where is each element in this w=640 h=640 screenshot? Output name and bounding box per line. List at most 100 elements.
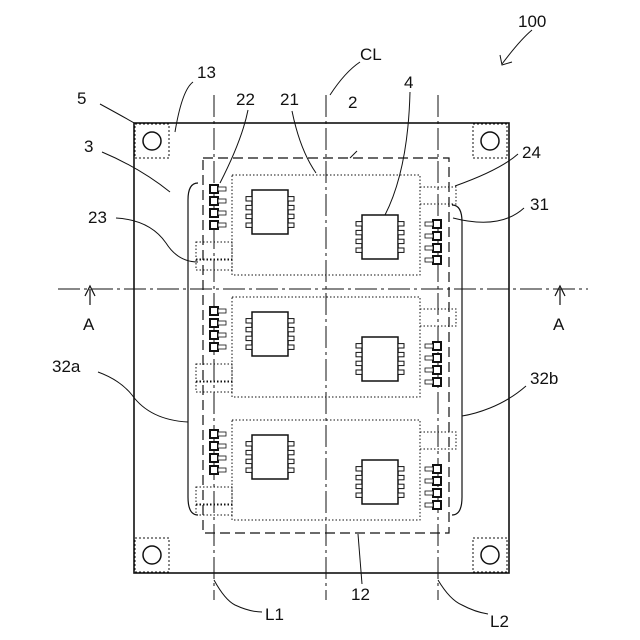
chip-pin: [246, 205, 252, 209]
leader-cl: [330, 62, 360, 95]
pad-lead: [425, 356, 433, 360]
chip-pin: [356, 248, 362, 252]
pad-lead: [425, 503, 433, 507]
chip-body: [362, 337, 398, 381]
chip-pin: [288, 319, 294, 323]
pad-square: [210, 331, 218, 339]
chip-pin: [398, 230, 404, 234]
leader-2: [350, 151, 357, 158]
chip-pin: [398, 222, 404, 226]
pad-lead: [218, 468, 226, 472]
chip-body: [252, 190, 288, 234]
pad-square: [210, 221, 218, 229]
chip-pin: [398, 370, 404, 374]
pad-lead: [425, 246, 433, 250]
label-l1: L1: [265, 605, 284, 624]
pad-square: [210, 430, 218, 438]
label-31: 31: [530, 195, 549, 214]
pad-square: [433, 354, 441, 362]
mount-hole-frame: [135, 538, 169, 572]
label-a-right: A: [553, 315, 565, 334]
label-5: 5: [77, 89, 86, 108]
label-3: 3: [84, 137, 93, 156]
mount-holes: [135, 124, 507, 572]
pad-lead: [218, 321, 226, 325]
chip-pin: [356, 493, 362, 497]
chip-pin: [288, 468, 294, 472]
chip-pin: [356, 344, 362, 348]
pad-square: [433, 489, 441, 497]
label-12: 12: [351, 585, 370, 604]
pad-square: [433, 366, 441, 374]
chip-pin: [246, 459, 252, 463]
pad-lead: [218, 432, 226, 436]
pad-square: [210, 185, 218, 193]
pad-lead: [218, 456, 226, 460]
chip-pin: [246, 223, 252, 227]
pad-square: [433, 501, 441, 509]
chip-pin: [398, 475, 404, 479]
rail-right: [452, 205, 462, 515]
chip-pin: [288, 442, 294, 446]
chip-pin: [246, 197, 252, 201]
label-13: 13: [197, 63, 216, 82]
chip-pin: [288, 450, 294, 454]
mount-hole-frame: [135, 124, 169, 158]
mount-hole: [481, 546, 499, 564]
chip-pin: [398, 361, 404, 365]
mount-hole-frame: [473, 124, 507, 158]
pad-lead: [218, 211, 226, 215]
chip-pin: [356, 239, 362, 243]
mount-hole: [143, 132, 161, 150]
leader-13: [175, 82, 193, 132]
chip-pin: [288, 345, 294, 349]
pad-square: [210, 454, 218, 462]
pad-lead: [425, 344, 433, 348]
mount-hole-frame: [473, 538, 507, 572]
pad-square: [210, 466, 218, 474]
leader-21: [292, 111, 316, 173]
chip-pin: [288, 223, 294, 227]
chip-pin: [398, 467, 404, 471]
pad-lead: [218, 309, 226, 313]
pad-square: [433, 342, 441, 350]
chip-pin: [246, 327, 252, 331]
chip-body: [362, 460, 398, 504]
chip-pin: [398, 493, 404, 497]
chip-pin: [398, 484, 404, 488]
chip-pin: [356, 467, 362, 471]
pad-lead: [218, 345, 226, 349]
chip-pin: [398, 248, 404, 252]
pad-lead: [425, 368, 433, 372]
label-4: 4: [404, 73, 413, 92]
chip-body: [362, 215, 398, 259]
mount-hole: [143, 546, 161, 564]
pad-square: [210, 343, 218, 351]
chip-body: [252, 435, 288, 479]
leader-l2: [438, 580, 488, 614]
label-a-left: A: [83, 315, 95, 334]
label-32b: 32b: [530, 369, 558, 388]
pad-lead: [218, 333, 226, 337]
chip-pin: [356, 230, 362, 234]
pad-lead: [425, 491, 433, 495]
chip-pin: [288, 205, 294, 209]
leader-12: [358, 534, 362, 584]
chip-pin: [398, 239, 404, 243]
label-24: 24: [522, 143, 541, 162]
chip-pin: [398, 344, 404, 348]
chip-pin: [398, 352, 404, 356]
pad-square: [210, 307, 218, 315]
pad-lead: [218, 444, 226, 448]
chip-pin: [356, 484, 362, 488]
board-outline: [134, 123, 509, 573]
chip-pin: [246, 336, 252, 340]
pad-square: [433, 232, 441, 240]
leader-l1: [214, 580, 262, 612]
pad-lead: [425, 234, 433, 238]
pad-lead: [425, 222, 433, 226]
pad-lead: [218, 223, 226, 227]
figure-arrow-shaft: [502, 30, 532, 64]
chip-pin: [356, 361, 362, 365]
